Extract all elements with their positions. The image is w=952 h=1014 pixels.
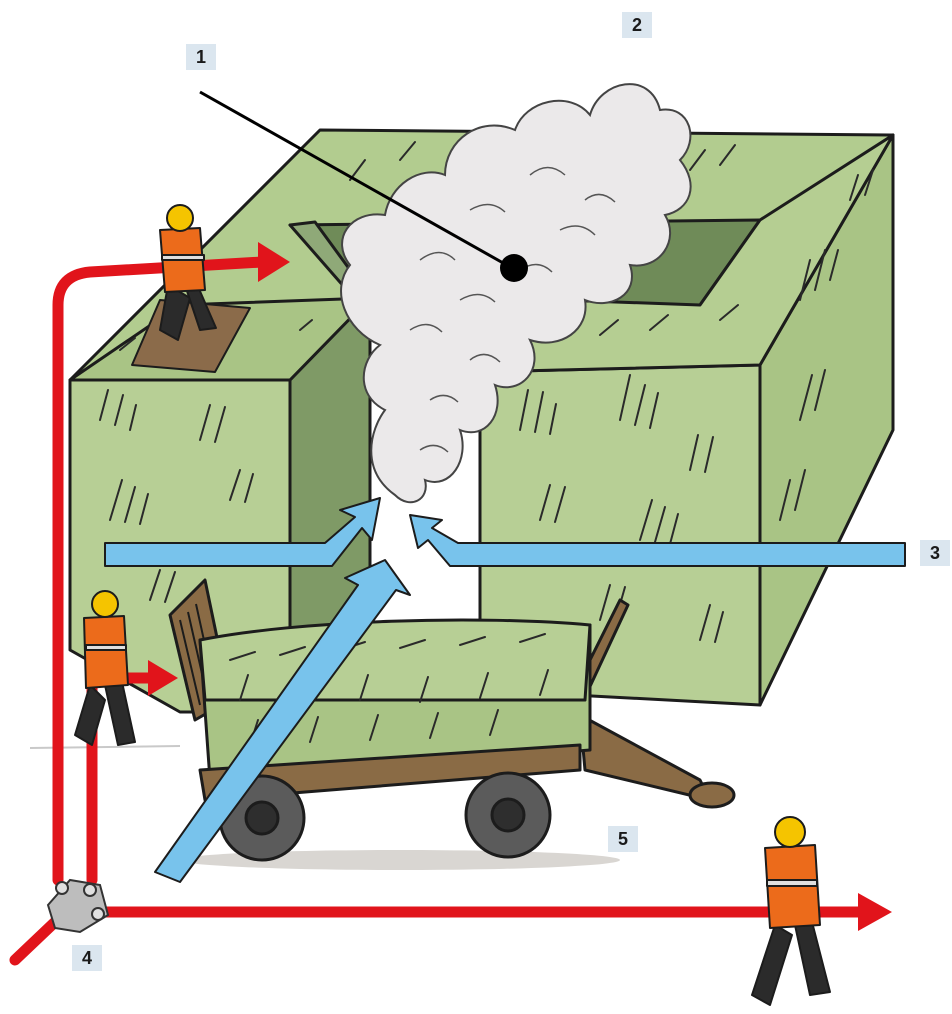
wagon-drawbar — [580, 715, 710, 800]
label-2: 2 — [622, 12, 652, 38]
hose-distributor-icon — [48, 880, 108, 932]
label-5: 5 — [608, 826, 638, 852]
wagon-hay-top — [200, 620, 590, 700]
arrowhead-bottom — [858, 893, 892, 931]
label-4: 4 — [72, 945, 102, 971]
fire-seat-dot — [500, 254, 528, 282]
label-1: 1 — [186, 44, 216, 70]
drawbar-ring — [690, 783, 734, 807]
hose-line-supply — [15, 922, 55, 960]
label-3: 3 — [920, 540, 950, 566]
